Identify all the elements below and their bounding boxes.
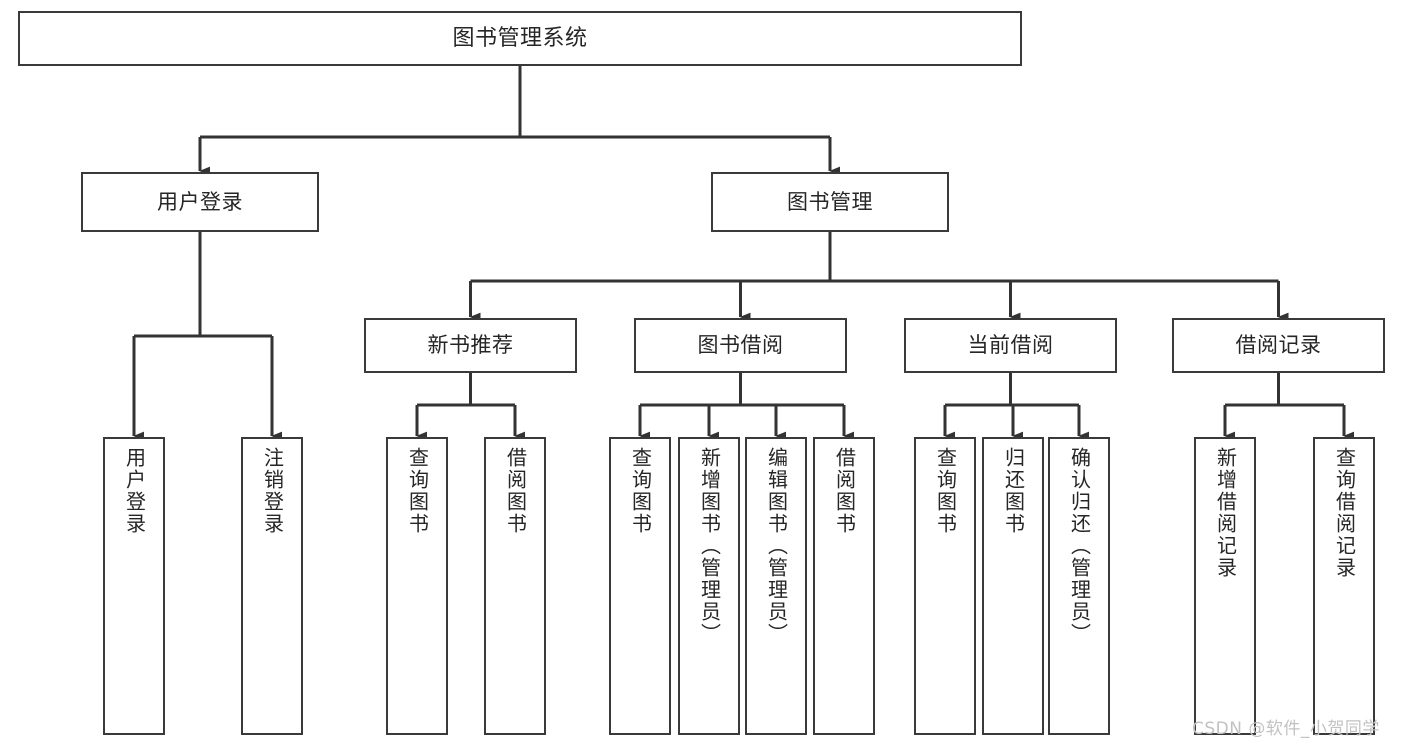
- node-book-borrow[interactable]: 图书借阅: [634, 318, 847, 373]
- node-leaf-bb-add[interactable]: 新增图书（管理员）: [678, 437, 740, 735]
- node-label-leaf-cb-return: 归还图书: [1001, 447, 1026, 535]
- node-label-leaf-bb-edit: 编辑图书（管理员）: [764, 447, 789, 645]
- node-label-root: 图书管理系统: [452, 25, 588, 51]
- node-leaf-user-logout[interactable]: 注销登录: [241, 437, 303, 735]
- node-label-leaf-rec-query: 查询图书: [405, 447, 430, 535]
- node-label-leaf-user-logout: 注销登录: [260, 447, 285, 535]
- node-leaf-user-login[interactable]: 用户登录: [103, 437, 165, 735]
- node-leaf-br-query[interactable]: 查询借阅记录: [1313, 437, 1375, 735]
- node-new-book-rec[interactable]: 新书推荐: [364, 318, 577, 373]
- node-label-book-borrow: 图书借阅: [697, 333, 784, 358]
- node-leaf-bb-query[interactable]: 查询图书: [609, 437, 671, 735]
- node-label-leaf-bb-add: 新增图书（管理员）: [697, 447, 722, 645]
- node-label-leaf-rec-borrow: 借阅图书: [503, 447, 528, 535]
- node-leaf-cb-query[interactable]: 查询图书: [914, 437, 976, 735]
- node-label-borrow-record: 借阅记录: [1235, 333, 1322, 358]
- node-leaf-cb-confirm[interactable]: 确认归还（管理员）: [1048, 437, 1110, 735]
- node-user-login[interactable]: 用户登录: [81, 172, 319, 232]
- node-root[interactable]: 图书管理系统: [18, 11, 1022, 66]
- node-book-manage[interactable]: 图书管理: [711, 172, 949, 232]
- node-label-leaf-br-add: 新增借阅记录: [1213, 447, 1238, 579]
- node-label-leaf-cb-confirm: 确认归还（管理员）: [1067, 447, 1092, 645]
- node-label-leaf-cb-query: 查询图书: [933, 447, 958, 535]
- node-label-user-login: 用户登录: [157, 189, 243, 214]
- node-leaf-cb-return[interactable]: 归还图书: [982, 437, 1044, 735]
- node-leaf-br-add[interactable]: 新增借阅记录: [1194, 437, 1256, 735]
- node-label-new-book-rec: 新书推荐: [427, 333, 514, 358]
- node-leaf-bb-borrow[interactable]: 借阅图书: [813, 437, 875, 735]
- node-leaf-bb-edit[interactable]: 编辑图书（管理员）: [745, 437, 807, 735]
- node-borrow-record[interactable]: 借阅记录: [1172, 318, 1385, 373]
- node-current-borrow[interactable]: 当前借阅: [904, 318, 1117, 373]
- node-label-leaf-bb-query: 查询图书: [628, 447, 653, 535]
- node-label-leaf-br-query: 查询借阅记录: [1332, 447, 1357, 579]
- node-leaf-rec-query[interactable]: 查询图书: [386, 437, 448, 735]
- node-leaf-rec-borrow[interactable]: 借阅图书: [484, 437, 546, 735]
- node-label-leaf-user-login: 用户登录: [122, 447, 147, 535]
- node-label-leaf-bb-borrow: 借阅图书: [832, 447, 857, 535]
- watermark-csdn: CSDN @软件_小贺同学: [1192, 719, 1380, 739]
- node-label-book-manage: 图书管理: [787, 189, 873, 214]
- node-label-current-borrow: 当前借阅: [967, 333, 1054, 358]
